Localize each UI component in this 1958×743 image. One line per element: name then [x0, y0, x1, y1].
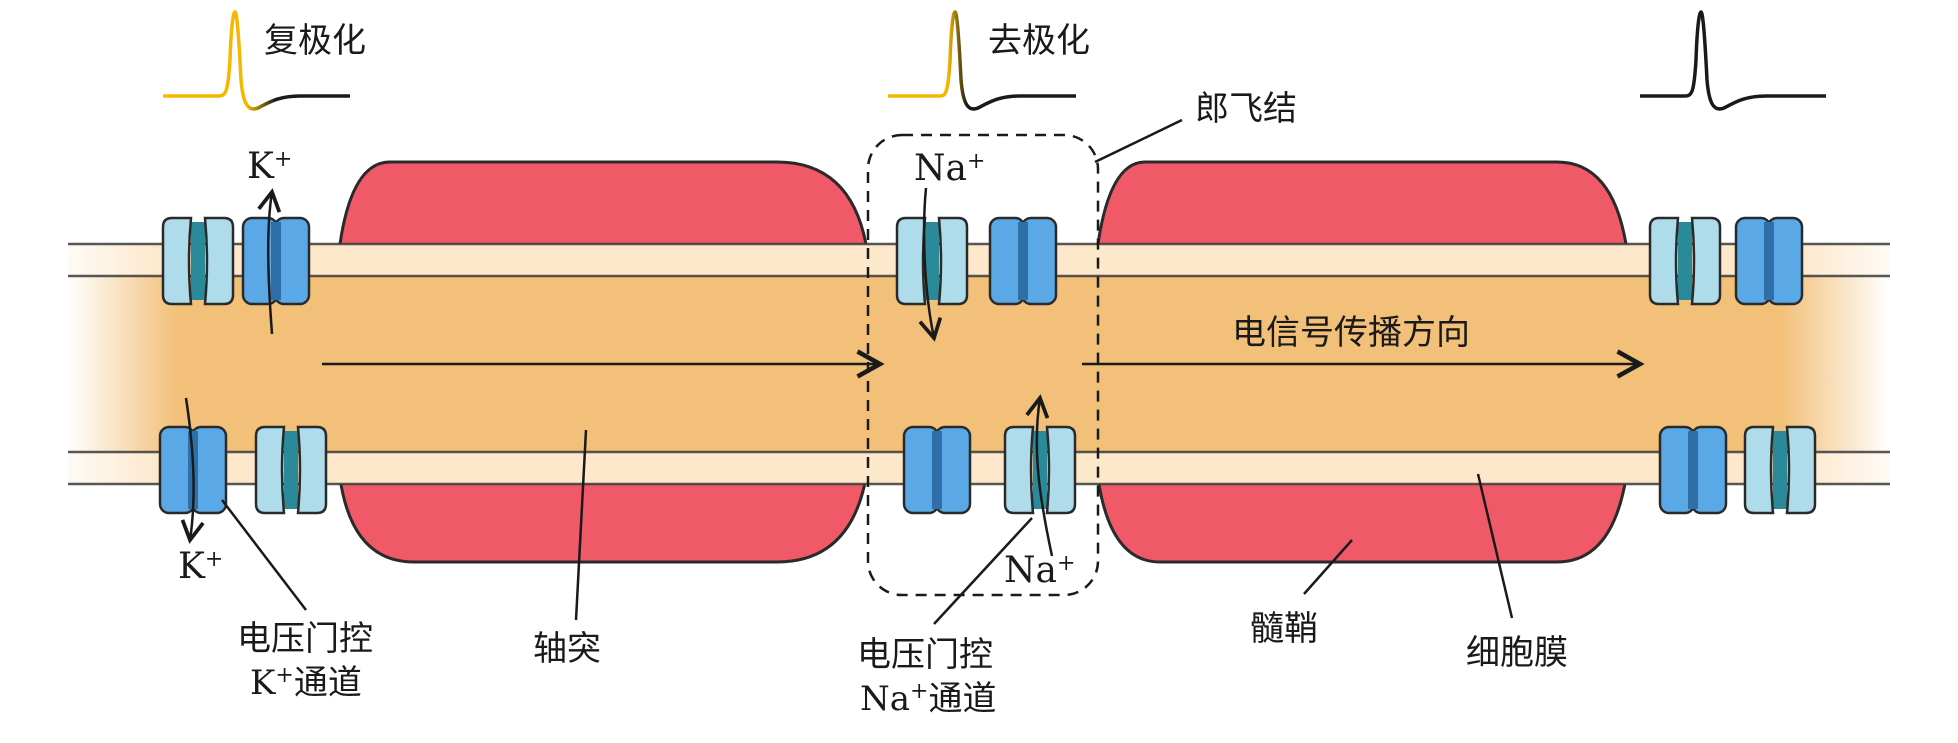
na-channel-label-line1: 电压门控 [857, 635, 993, 675]
k-channel-leader [221, 499, 307, 611]
k-efflux-arrow-top [257, 188, 282, 335]
cell-membrane-leader [1476, 473, 1514, 619]
channel-top-right-a [1648, 216, 1722, 306]
na-channel-label-line2: Na+通道 [860, 679, 996, 719]
k-channel-top-left [241, 216, 311, 306]
k-ion-label-top: K+ [247, 146, 292, 187]
na-ion-label-bottom: Na+ [1004, 550, 1075, 591]
myelin-leader [1303, 539, 1353, 595]
channel-bottom-right-a [1658, 425, 1728, 515]
axon-label: 轴突 [533, 629, 601, 669]
closed-channel-top-node [988, 216, 1058, 306]
depolarization-label: 去极化 [988, 21, 1090, 61]
cell-membrane-label: 细胞膜 [1466, 633, 1568, 673]
na-influx-arrow-bottom [1025, 394, 1054, 557]
waveform-resting [1640, 10, 1826, 111]
cell-membrane-bottom [68, 450, 1890, 486]
channel-top-right-b [1734, 216, 1804, 306]
na-influx-arrow-top [918, 187, 943, 342]
cell-membrane-top [68, 242, 1890, 278]
node-of-ranvier-leader [1094, 118, 1183, 164]
channel-bottom-right-b [1743, 425, 1817, 515]
closed-channel-bottom-node [902, 425, 972, 515]
open-channel-top-left [161, 216, 235, 306]
na-ion-label-top: Na+ [914, 148, 985, 189]
na-channel-top-node [895, 216, 969, 306]
axon-leader [574, 429, 588, 621]
k-channel-label-line2: K+通道 [250, 663, 362, 703]
waveform-depolarization [888, 10, 1076, 111]
na-channel-bottom-node [1003, 425, 1077, 515]
open-channel-bottom-left [254, 425, 328, 515]
na-channel-leader [933, 517, 1033, 625]
k-channel-label-line1: 电压门控 [237, 619, 373, 659]
myelin-sheath-label: 髓鞘 [1250, 609, 1318, 649]
node-of-ranvier-label: 郎飞结 [1195, 89, 1297, 129]
repolarization-label: 复极化 [264, 21, 366, 61]
k-ion-label-bottom: K+ [178, 546, 223, 587]
k-efflux-arrow-bottom [180, 397, 205, 544]
waveform-repolarization [163, 10, 350, 111]
signal-direction-label: 电信号传播方向 [1232, 313, 1470, 353]
